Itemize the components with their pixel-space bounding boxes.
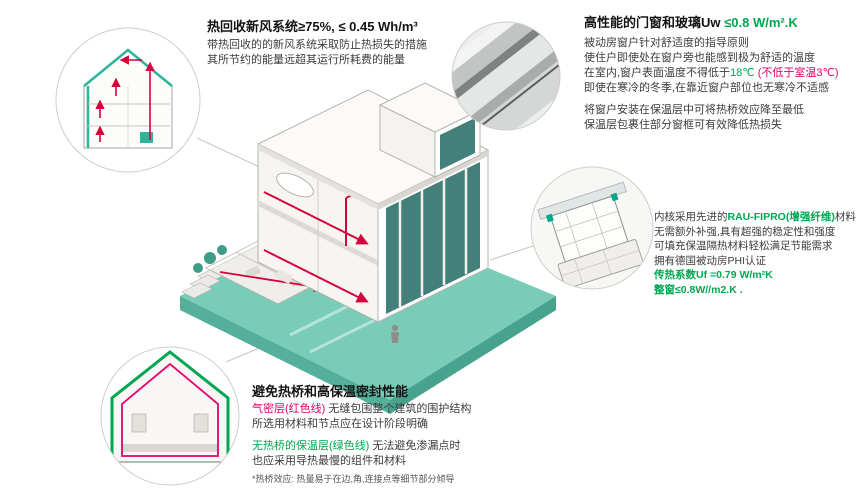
- penthouse: [378, 82, 482, 178]
- thermal-section-circle: [100, 346, 240, 486]
- thermal-footnote: *热桥效应: 热量易于在边,角,连接点等细节部分倾导: [252, 474, 455, 484]
- window-line3-temp: 18℃: [730, 67, 755, 79]
- platform-side-left: [180, 296, 390, 414]
- window-profile-circle: [530, 166, 654, 290]
- thermal-line1-rest: 无缝包围整个建筑的围护结构: [325, 403, 472, 415]
- house-illustration: [180, 82, 556, 414]
- window-body: 被动房窗户针对舒适度的指导原则 使住户即使处在窗户旁也能感到极为舒适的温度 在室…: [584, 36, 839, 133]
- thermal-heading: 避免热桥和高保温密封性能: [252, 384, 409, 399]
- window-line3: 在室内,窗户表面温度不得低于18℃ (不低于室温3℃): [584, 66, 839, 81]
- roof-accent: [83, 48, 173, 87]
- window-heading: 高性能的门窗和玻璃Uw ≤0.8 W/m².K: [584, 12, 798, 31]
- person-figure: [391, 324, 399, 343]
- thermal-line3: 无热桥的保温层(绿色线) 无法避免渗漏点时: [252, 439, 471, 454]
- thermal-line4: 也应采用导热最慢的组件和材料: [252, 455, 406, 467]
- profile-line1-pre: 内核采用先进的: [654, 211, 728, 223]
- window-line3-pre: 在室内,窗户表面温度不得低于: [584, 67, 731, 79]
- profile-line1: 内核采用先进的RAU-FIPRO(增强纤维)材料: [654, 210, 864, 225]
- window-line6: 保温层包裹住部分窗框可有效降低热损失: [584, 119, 782, 131]
- profile-body: 内核采用先进的RAU-FIPRO(增强纤维)材料 无需额外补强,具有超强的稳定性…: [654, 210, 864, 297]
- profile-stat2: 整窗≤0.8W//m2.K .: [654, 283, 743, 296]
- thermal-line3-rest: 无法避免渗漏点时: [369, 440, 461, 452]
- window-heading-value: ≤0.8 W/m².K: [724, 15, 798, 30]
- air-flow-arrows: [95, 55, 155, 142]
- heat-recovery-line2: 其所节约的能量远超其运行所耗费的能量: [207, 54, 405, 66]
- profile-line1-post: 材料: [834, 211, 856, 223]
- thermal-line2: 所选用材料和节点应在设计阶段明确: [252, 418, 428, 430]
- window-line2: 使住户即使处在窗户旁也能感到极为舒适的温度: [584, 52, 815, 64]
- platform-side-right: [390, 296, 556, 414]
- profile-line3: 可填充保温隔热材料轻松满足节能需求: [654, 240, 833, 252]
- profile-line4: 拥有德国被动房PHI认证: [654, 254, 767, 267]
- heat-recovery-body: 带热回收的的新风系统采取防止热损失的措施 其所节约的能量远超其运行所耗费的能量: [207, 38, 427, 68]
- window-line3-note: (不低于室温3℃): [754, 67, 839, 79]
- window-line1: 被动房窗户针对舒适度的指导原则: [584, 37, 749, 49]
- profile-stat1: 传热系数Uf =0.79 W/m²K: [654, 269, 773, 281]
- profile-line1-material: RAU-FIPRO(增强纤维): [727, 211, 835, 223]
- profile-line2: 无需额外补强,具有超强的稳定性和强度: [654, 225, 836, 238]
- insulation-layer-label: 无热桥的保温层(绿色线): [252, 440, 370, 452]
- window-line5: 将窗户安装在保温层中可将热桥效应降至最低: [584, 104, 804, 116]
- insulation-layer-line: [110, 350, 230, 462]
- bushes: [193, 245, 227, 273]
- thermal-line1: 气密层(红色线) 无缝包围整个建筑的围护结构: [252, 402, 471, 417]
- thermal-body: 气密层(红色线) 无缝包围整个建筑的围护结构 所选用材料和节点应在设计阶段明确 …: [252, 402, 471, 487]
- window-heading-black: 高性能的门窗和玻璃Uw: [584, 15, 725, 30]
- airtight-layer-label: 气密层(红色线): [252, 403, 326, 415]
- airtight-layer-line: [121, 362, 219, 457]
- heat-recovery-heading: 热回收新风系统≥75%, ≤ 0.45 Wh/m³: [207, 19, 418, 34]
- window-line4: 即使在寒冷的冬季,在靠近窗户部位也无寒冷不适感: [584, 82, 830, 94]
- bathtub: [276, 172, 314, 198]
- heat-recovery-circle: [55, 27, 201, 173]
- heat-recovery-line1: 带热回收的的新风系统采取防止热损失的措施: [207, 39, 427, 51]
- ventilation-unit: [140, 132, 153, 143]
